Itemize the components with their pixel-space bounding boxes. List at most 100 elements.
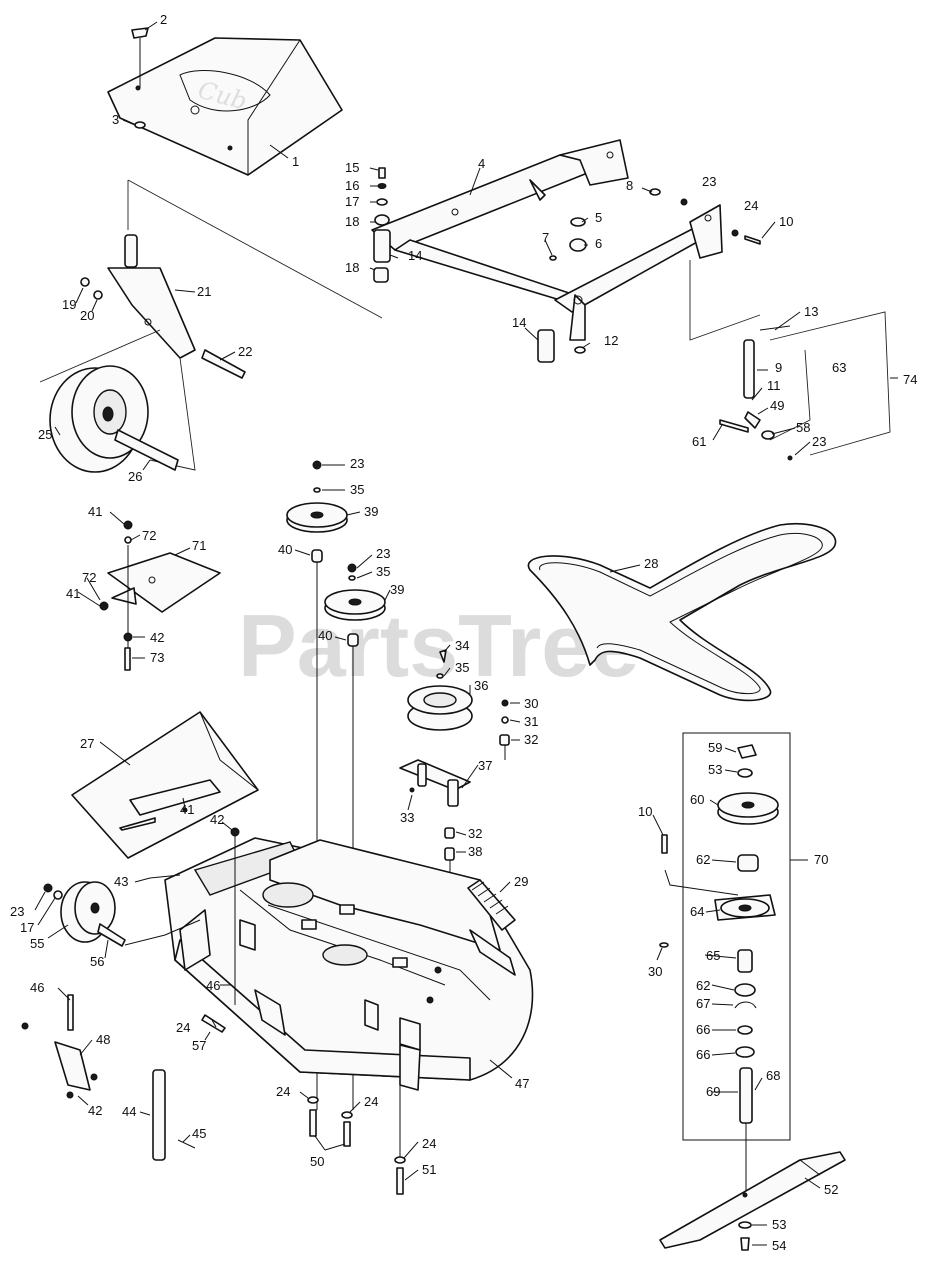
callout-24-bolt-c: 24: [422, 1136, 436, 1151]
caster-arm: [107, 234, 246, 379]
callout-66-upper: 66: [696, 1022, 710, 1037]
callout-7: 7: [542, 230, 549, 245]
callout-19: 19: [62, 297, 76, 312]
hanger-frame: [371, 139, 723, 341]
callout-49: 49: [770, 398, 784, 413]
callout-25: 25: [38, 427, 52, 442]
callout-11: 11: [767, 378, 781, 393]
chute-spring: [467, 879, 516, 931]
callout-48: 48: [96, 1032, 110, 1047]
callout-29: 29: [514, 874, 528, 889]
callout-10-spindle: 10: [638, 804, 652, 819]
callout-26: 26: [128, 469, 142, 484]
callout-37: 37: [478, 758, 492, 773]
idler-pulley: [407, 649, 473, 731]
callout-69: 69: [706, 1084, 720, 1099]
callout-61: 61: [692, 434, 706, 449]
pulley-upper-left: [286, 460, 348, 1110]
callout-17-upper: 17: [345, 194, 359, 209]
axle-hardware: [574, 188, 761, 354]
callout-4: 4: [478, 156, 485, 171]
callout-74: 74: [903, 372, 917, 387]
callout-59: 59: [708, 740, 722, 755]
callout-24-top-right: 24: [744, 198, 758, 213]
baffle-plate: [99, 520, 221, 671]
callout-43: 43: [114, 874, 128, 889]
callout-35-a: 35: [350, 482, 364, 497]
pivot-tube-right: [537, 329, 555, 363]
drive-belt: [527, 522, 837, 702]
callout-31: 31: [524, 714, 538, 729]
callout-42-stab: 42: [88, 1103, 102, 1118]
deck-wheel: [43, 881, 201, 947]
callout-65: 65: [706, 948, 720, 963]
callout-20: 20: [80, 308, 94, 323]
callout-60: 60: [690, 792, 704, 807]
callout-45: 45: [192, 1126, 206, 1141]
callout-27: 27: [80, 736, 94, 751]
mower-deck: [164, 837, 534, 1091]
callout-41-chute: 41: [180, 802, 194, 817]
hood-bolt: [131, 27, 149, 88]
callout-50: 50: [310, 1154, 324, 1169]
callout-67: 67: [696, 996, 710, 1011]
callout-17-wheel: 17: [20, 920, 34, 935]
callout-55: 55: [30, 936, 44, 951]
discharge-chute: [71, 711, 259, 859]
callout-72-top: 72: [142, 528, 156, 543]
callout-labels: 1 2 3 4 5 6 7 8 9 10 11 12 13 14 14 15 1…: [10, 12, 917, 1253]
callout-57: 57: [192, 1038, 206, 1053]
deck-stabilizer: [21, 994, 98, 1099]
callout-2: 2: [160, 12, 167, 27]
callout-14-upper: 14: [408, 248, 422, 263]
height-adjust-link: [689, 260, 891, 461]
callout-39-b: 39: [390, 582, 404, 597]
callout-72-side: 72: [82, 570, 96, 585]
callout-24-bolt-a: 24: [276, 1084, 290, 1099]
callout-68: 68: [766, 1068, 780, 1083]
spindle-assembly: [659, 744, 779, 1195]
callout-38: 38: [468, 844, 482, 859]
callout-53-upper: 53: [708, 762, 722, 777]
callout-10: 10: [779, 214, 793, 229]
callout-33: 33: [400, 810, 414, 825]
callout-8: 8: [626, 178, 633, 193]
callout-36: 36: [474, 678, 488, 693]
callout-58: 58: [796, 420, 810, 435]
pivot-hardware-stack: [374, 167, 390, 226]
callout-23-top-right: 23: [702, 174, 716, 189]
lift-rod: [152, 1069, 196, 1161]
pivot-tube-left: [373, 229, 391, 283]
callout-18-upper: 18: [345, 214, 359, 229]
mower-blade: [659, 1151, 846, 1251]
callout-35-c: 35: [455, 660, 469, 675]
callout-42-deck: 42: [210, 812, 224, 827]
callout-30-spindle: 30: [648, 964, 662, 979]
callout-53-lower: 53: [772, 1217, 786, 1232]
callout-6: 6: [595, 236, 602, 251]
hood-grommet: [134, 121, 146, 129]
callout-62-upper: 62: [696, 852, 710, 867]
callout-3: 3: [112, 112, 119, 127]
callout-64: 64: [690, 904, 704, 919]
callout-12: 12: [604, 333, 618, 348]
callout-34: 34: [455, 638, 469, 653]
callout-15: 15: [345, 160, 359, 175]
callout-18-lower: 18: [345, 260, 359, 275]
callout-40-a: 40: [278, 542, 292, 557]
callout-16: 16: [345, 178, 359, 193]
callout-46-stab: 46: [30, 980, 44, 995]
callout-13: 13: [804, 304, 818, 319]
callout-41-baffle-side: 41: [66, 586, 80, 601]
callout-44: 44: [122, 1104, 136, 1119]
callout-32-lower: 32: [468, 826, 482, 841]
callout-42-baffle: 42: [150, 630, 164, 645]
callout-24-deck: 24: [176, 1020, 190, 1035]
callout-73: 73: [150, 650, 164, 665]
callout-70: 70: [814, 852, 828, 867]
caster-washer: [80, 277, 90, 287]
spacer-bushings: [549, 217, 587, 261]
callout-23-pulley-b: 23: [376, 546, 390, 561]
